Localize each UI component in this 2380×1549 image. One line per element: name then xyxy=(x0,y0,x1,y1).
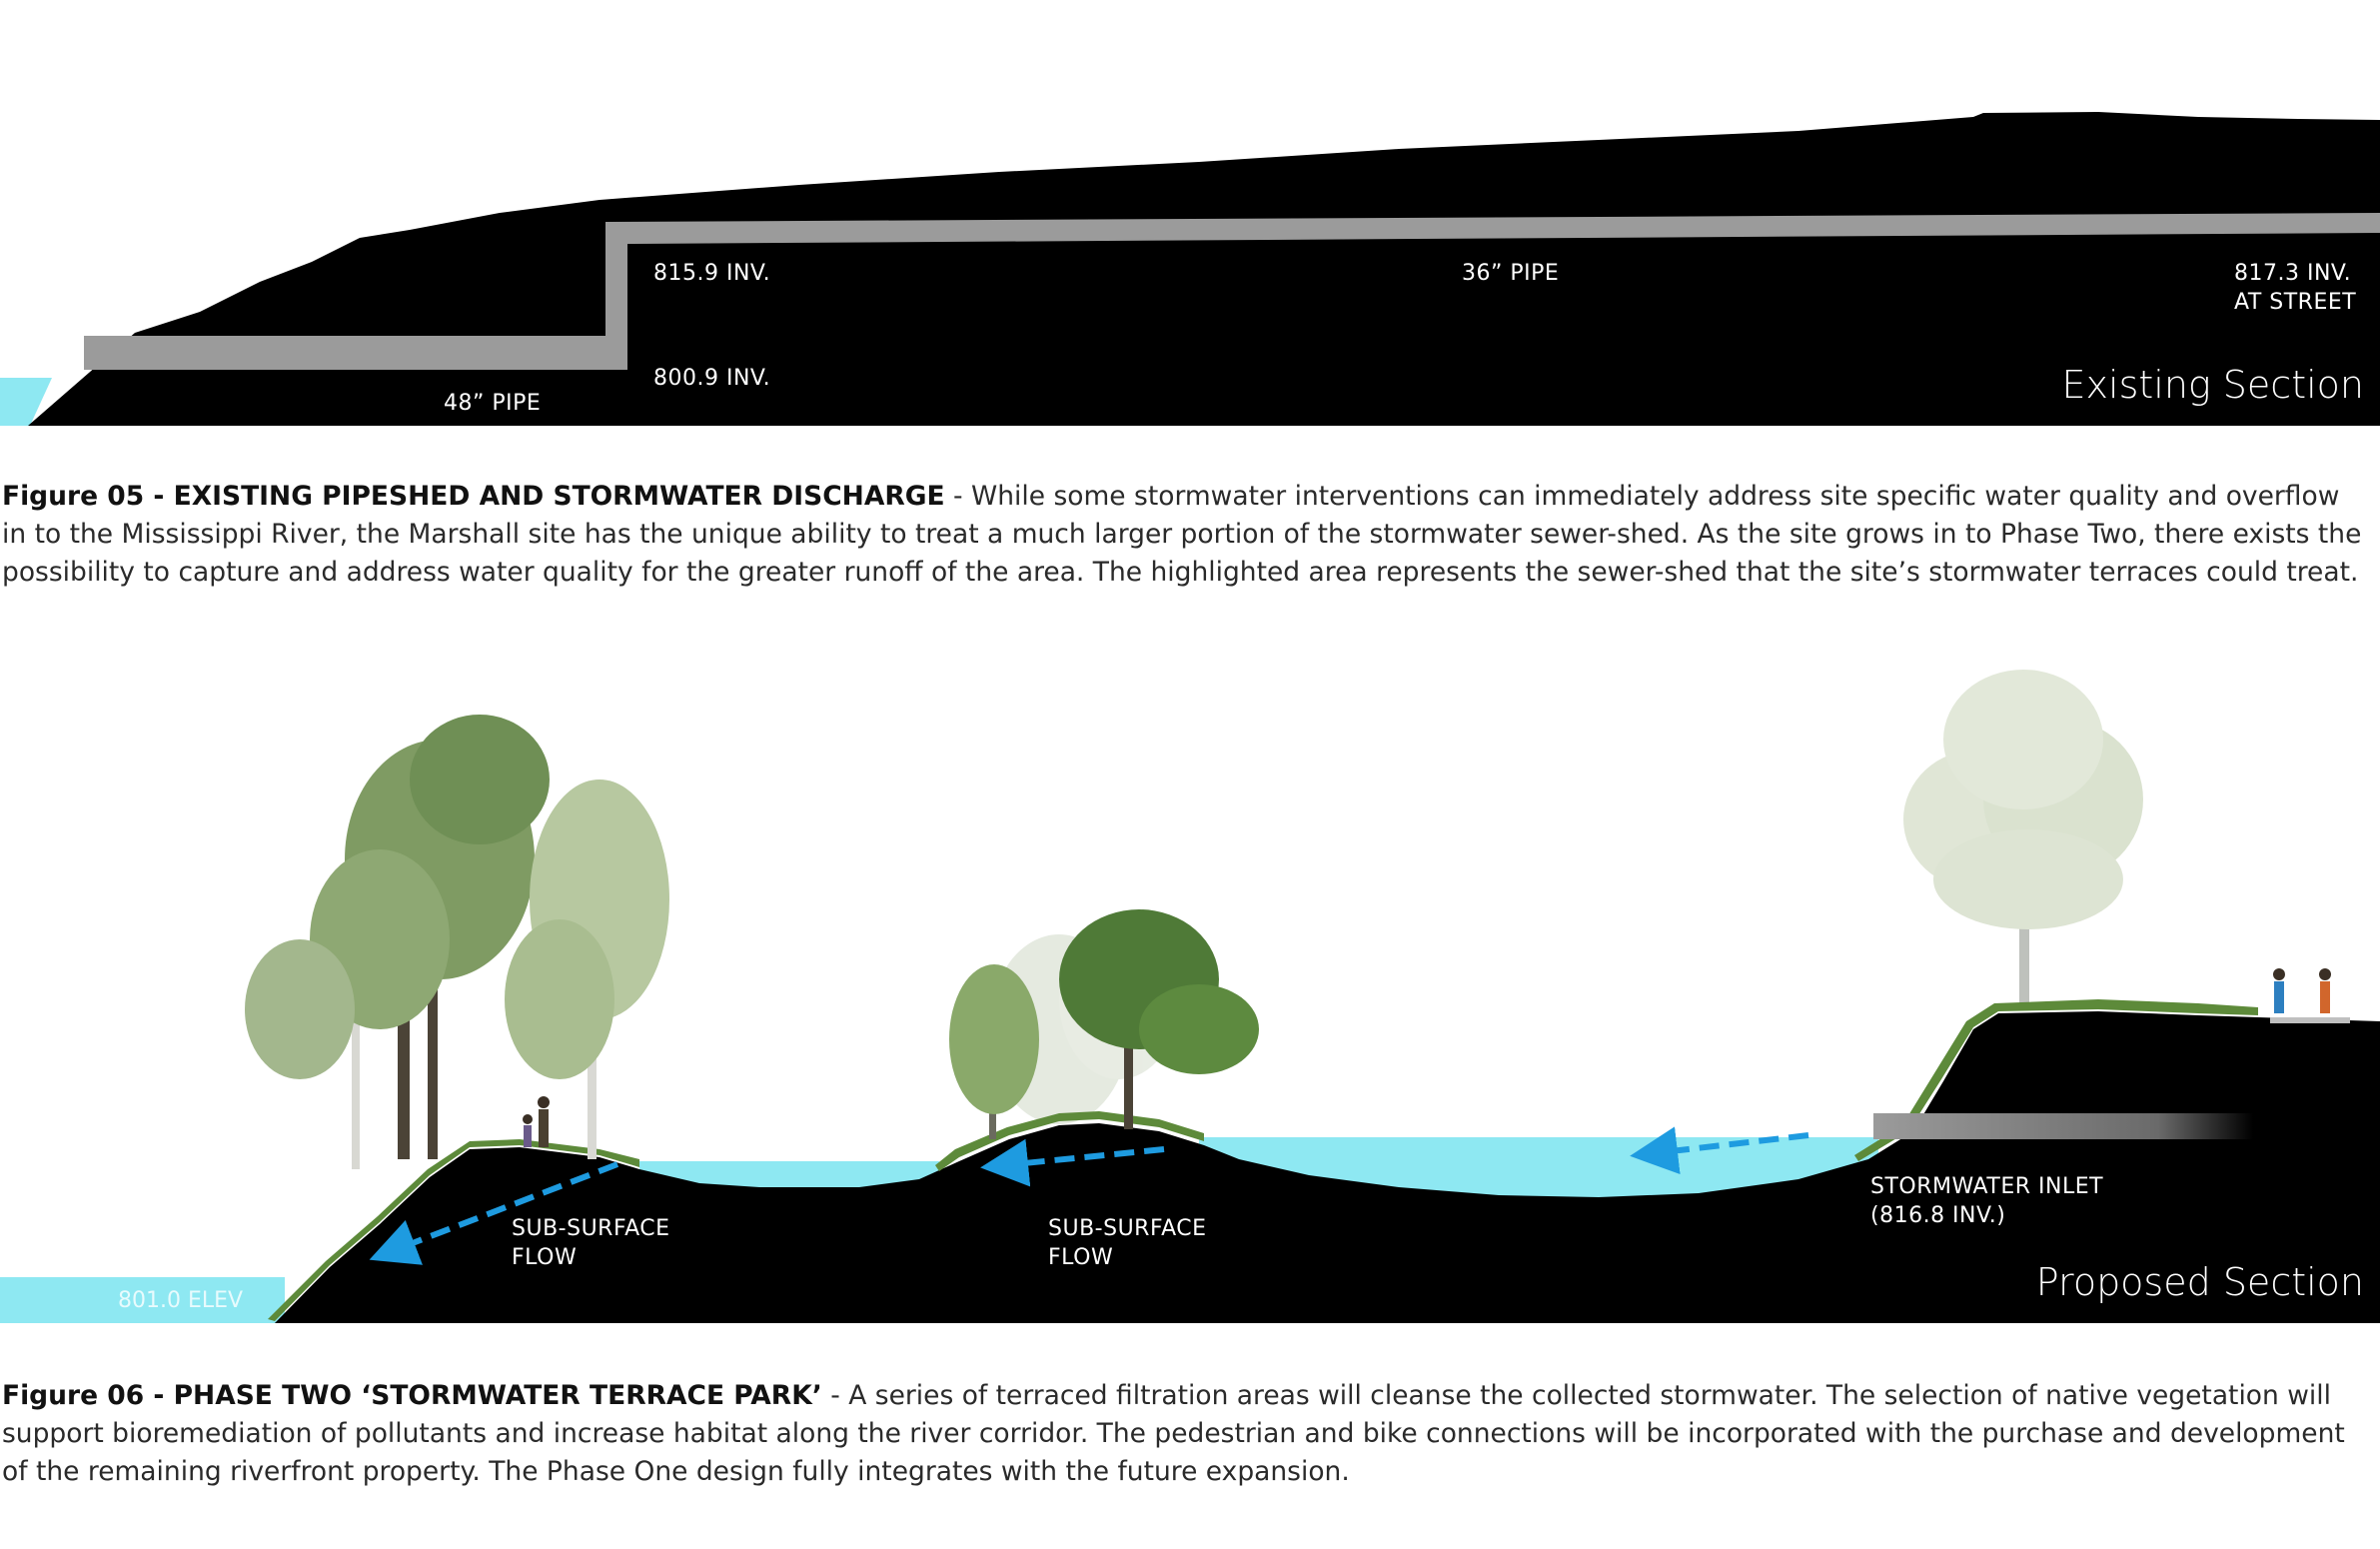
label-at-street: AT STREET xyxy=(2234,290,2356,315)
label-36-pipe: 36” PIPE xyxy=(1462,261,1559,286)
label-817-inv: 817.3 INV. xyxy=(2234,261,2351,286)
figure-05-text: - While some stormwater interventions ca… xyxy=(2,481,2362,588)
proposed-ground-profile xyxy=(275,1011,2380,1323)
label-801-elev: 801.0 ELEV xyxy=(118,1288,243,1313)
people-walking-left xyxy=(523,1096,550,1147)
river-water-existing xyxy=(0,378,52,426)
label-subsurface-flow-2: SUB-SURFACE xyxy=(1048,1216,1207,1241)
label-stormwater-inlet: STORMWATER INLET xyxy=(1870,1174,2103,1199)
label-subsurface-flow-1: SUB-SURFACE xyxy=(512,1216,670,1241)
figure-05-caption: Figure 05 - EXISTING PIPESHED AND STORMW… xyxy=(2,478,2370,592)
label-inlet-inv: (816.8 INV.) xyxy=(1870,1203,2005,1228)
river-water-proposed xyxy=(0,1277,285,1323)
background-tree-faded xyxy=(1903,670,2143,1009)
proposed-section-title: Proposed Section xyxy=(2036,1260,2364,1304)
figure-06-text: - A series of terraced filtration areas … xyxy=(2,1380,2345,1487)
flow-arrow-center xyxy=(980,1138,1165,1187)
figure-06-label: Figure 06 - PHASE TWO ‘STORMWATER TERRAC… xyxy=(2,1380,822,1411)
label-flow-1: FLOW xyxy=(512,1245,577,1270)
people-jogging-right xyxy=(2270,968,2350,1023)
existing-section-diagram: 815.9 INV. 36” PIPE 817.3 INV. AT STREET… xyxy=(0,112,2380,426)
stormwater-inlet-pipe xyxy=(1873,1113,2253,1139)
label-48-pipe: 48” PIPE xyxy=(444,391,541,416)
existing-section-title: Existing Section xyxy=(2062,363,2364,407)
label-flow-2: FLOW xyxy=(1048,1245,1113,1270)
storm-pipe xyxy=(84,213,2380,370)
figure-05-label: Figure 05 - EXISTING PIPESHED AND STORMW… xyxy=(2,481,945,512)
proposed-section-diagram: SUB-SURFACE FLOW SUB-SURFACE FLOW STORMW… xyxy=(0,670,2380,1323)
flow-arrow-inlet xyxy=(1630,1126,1809,1175)
tree-cluster-left xyxy=(245,715,669,1169)
flow-arrow-left xyxy=(369,1161,619,1265)
label-800-inv: 800.9 INV. xyxy=(653,366,770,391)
label-815-inv: 815.9 INV. xyxy=(653,261,770,286)
tree-cluster-center xyxy=(949,909,1259,1139)
figure-06-caption: Figure 06 - PHASE TWO ‘STORMWATER TERRAC… xyxy=(2,1377,2370,1491)
